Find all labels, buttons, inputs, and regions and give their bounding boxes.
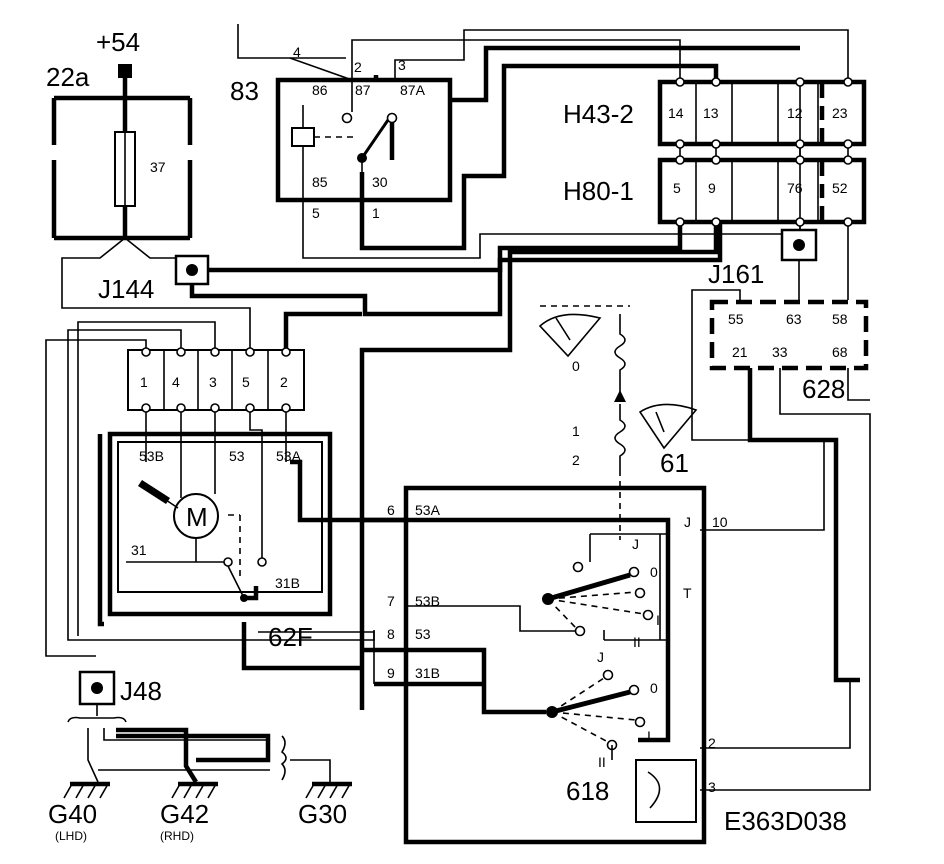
switch-618 [403, 485, 707, 845]
switch-label: 618 [566, 776, 609, 806]
h43-label: H43-2 [563, 99, 634, 129]
diagram-code: E363D038 [724, 806, 847, 836]
knob-label: 61 [660, 448, 689, 478]
knob-pos-2: 2 [572, 452, 580, 468]
ground-g30 [305, 781, 352, 799]
switch-pin-8-label: 53 [415, 626, 431, 642]
ground-g42 [171, 781, 218, 799]
switch-pos-i-lower: I [647, 728, 651, 744]
j161-splice [780, 228, 818, 262]
switch-pin-9: 9 [387, 665, 395, 681]
knob-pos-1: 1 [572, 423, 580, 439]
switch-pos-0-upper: 0 [650, 564, 658, 580]
relay-pin-85: 85 [312, 174, 328, 190]
motor-plug [127, 347, 305, 413]
relay-pin-2: 2 [354, 59, 362, 75]
supply-label: +54 [96, 27, 140, 57]
conn628-pin-63: 63 [786, 311, 802, 327]
relay-pin-1: 1 [372, 205, 380, 221]
h80-pin-52: 52 [832, 180, 848, 196]
knob-61 [538, 305, 698, 540]
conn628-pin-58: 58 [832, 311, 848, 327]
motor-term-31b: 31B [275, 575, 300, 591]
h43-pin-23: 23 [832, 105, 848, 121]
relay-pin-4: 4 [293, 44, 301, 60]
motor-unit-62f: M [107, 431, 333, 617]
connector-628 [709, 299, 869, 371]
fuse-label: 37 [150, 159, 166, 175]
motor-term-53: 53 [229, 448, 245, 464]
j161-label: J161 [708, 259, 764, 289]
conn628-label: 628 [802, 374, 845, 404]
ground-g42-sub: (RHD) [160, 829, 194, 843]
h80-pin-76: 76 [787, 180, 803, 196]
plug-pin-2: 2 [280, 374, 288, 390]
switch-pos-i-upper: I [656, 612, 660, 628]
switch-pin-10: 10 [712, 514, 728, 530]
h43-pin-14: 14 [668, 105, 684, 121]
plug-pin-5: 5 [242, 374, 250, 390]
switch-pin-9-label: 31B [415, 665, 440, 681]
ground-g40 [63, 781, 110, 799]
motor-symbol: M [186, 502, 208, 532]
conn628-pin-68: 68 [832, 344, 848, 360]
switch-pin-7: 7 [387, 593, 395, 609]
switch-pos-ii-upper: II [633, 634, 641, 650]
ground-g30-label: G30 [298, 799, 347, 829]
h80-label: H80-1 [563, 176, 634, 206]
relay-pin-87a: 87A [400, 82, 426, 98]
switch-pos-t: T [683, 585, 692, 601]
switch-pin-3: 3 [708, 779, 716, 795]
switch-pin-6-label: 53A [415, 502, 441, 518]
switch-pin-8: 8 [387, 626, 395, 642]
j48-splice [78, 670, 116, 706]
switch-pos-j2: J [597, 649, 604, 665]
motor-unit-label: 62F [268, 622, 313, 652]
ground-g42-label: G42 [160, 799, 209, 829]
plug-pin-4: 4 [172, 374, 180, 390]
ground-g40-sub: (LHD) [55, 829, 87, 843]
fuse-box [51, 64, 193, 241]
relay-pin-5: 5 [312, 205, 320, 221]
relay-pin-30: 30 [372, 174, 388, 190]
j48-label: J48 [120, 676, 162, 706]
j144-splice [174, 254, 210, 286]
h43-pin-12: 12 [787, 105, 803, 121]
switch-pin-7-label: 53B [415, 593, 440, 609]
conn628-pin-55: 55 [728, 311, 744, 327]
j144-label: J144 [98, 274, 154, 304]
ground-g40-label: G40 [48, 799, 97, 829]
relay-label: 83 [230, 76, 259, 106]
conn628-pin-33: 33 [772, 344, 788, 360]
relay-pin-86: 86 [312, 82, 328, 98]
relay-pin-3: 3 [398, 57, 406, 73]
knob-pos-0: 0 [572, 358, 580, 374]
motor-term-53b: 53B [139, 448, 164, 464]
motor-term-31: 31 [131, 542, 147, 558]
switch-pin-j: J [684, 514, 691, 530]
switch-pin-2: 2 [708, 735, 716, 751]
h43-pin-13: 13 [703, 105, 719, 121]
h80-pin-5: 5 [673, 180, 681, 196]
switch-pin-6: 6 [387, 502, 395, 518]
conn628-pin-21: 21 [732, 344, 748, 360]
switch-pos-j1: J [632, 536, 639, 552]
switch-pos-ii-lower: II [598, 754, 606, 770]
fuse-box-label: 22a [46, 62, 90, 92]
h80-pin-9: 9 [708, 180, 716, 196]
plug-pin-1: 1 [140, 374, 148, 390]
switch-pos-0-lower: 0 [650, 680, 658, 696]
relay-pin-87: 87 [355, 82, 371, 98]
h43-2-connector [657, 77, 867, 149]
plug-pin-3: 3 [209, 374, 217, 390]
